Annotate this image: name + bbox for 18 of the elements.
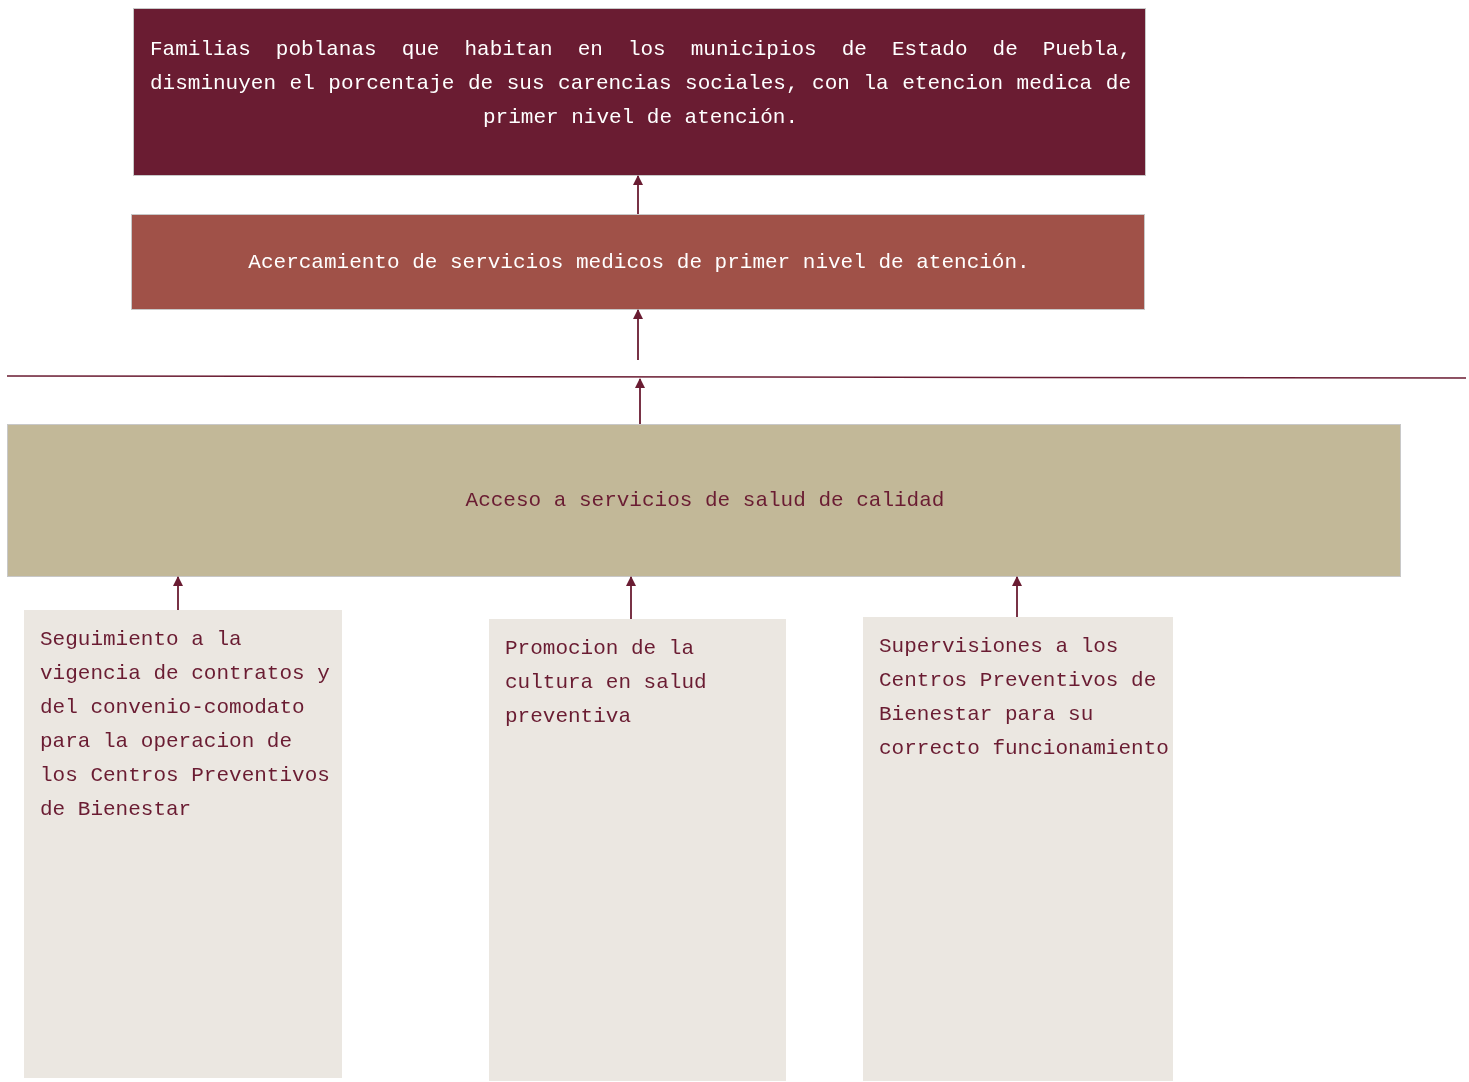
- node-text: Familias poblanas que habitan en los municipios de Estado de Puebla, disminuyen el porcentaje de sus carencias sociales, con la etencion medica de primer nivel de atención.: [150, 37, 1131, 131]
- purpose-box: [131, 214, 1145, 310]
- arrow: [635, 378, 645, 425]
- activity-box: [24, 610, 342, 1078]
- activity-box: [863, 617, 1173, 1081]
- node-text: Supervisiones a los Centros Preventivos de Bienestar para su correcto funcionamiento: [879, 634, 1169, 762]
- arrow: [173, 576, 183, 611]
- node-text: Acercamiento de servicios medicos de primer nivel de atención.: [247, 250, 1031, 276]
- goal-box: [133, 8, 1146, 176]
- node-text: Promocion de la cultura en salud preventiva: [505, 636, 708, 730]
- node-text: Acceso a servicios de salud de calidad: [464, 488, 946, 514]
- node-text: Seguimiento a la vigencia de contratos y del convenio-comodato para la operacion de los Centros Preventivos de Bienestar: [40, 627, 330, 823]
- activity-box: [489, 619, 786, 1081]
- arrow: [626, 576, 636, 620]
- arrow: [633, 175, 643, 215]
- arrow: [633, 309, 643, 361]
- component-box: [7, 424, 1401, 577]
- arrow: [1012, 576, 1022, 618]
